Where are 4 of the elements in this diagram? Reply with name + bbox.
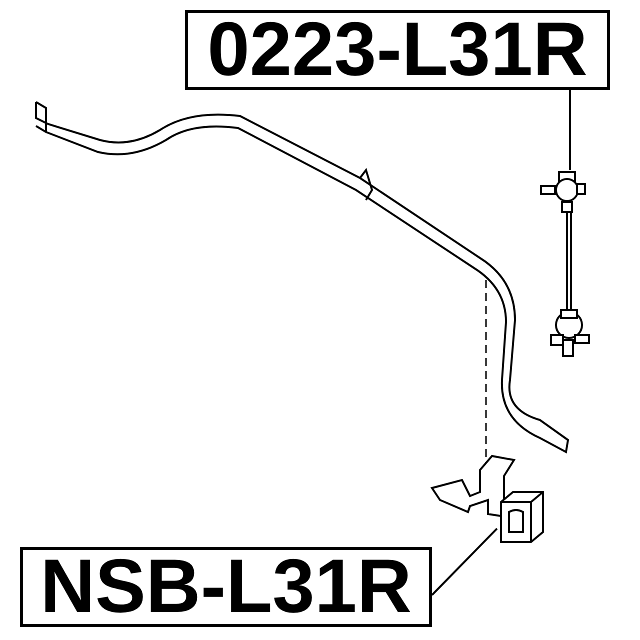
leader-line bbox=[569, 90, 571, 170]
part-number: NSB-L31R bbox=[40, 549, 412, 625]
part-number: 0223-L31R bbox=[207, 12, 588, 88]
leader-line bbox=[431, 528, 498, 596]
